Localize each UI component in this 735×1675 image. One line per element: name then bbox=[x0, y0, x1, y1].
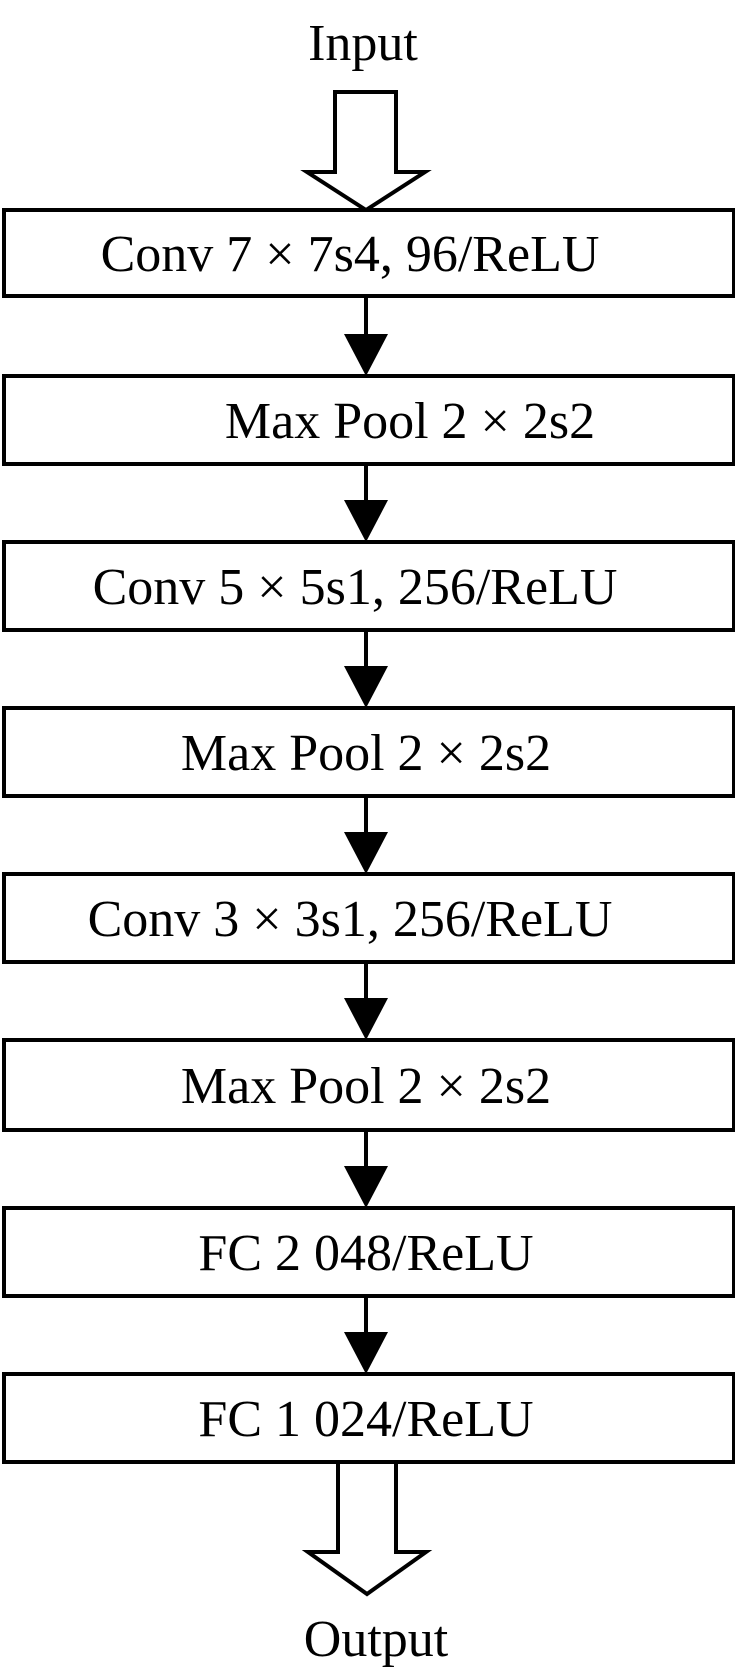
layer-box-8: FC 1 024/ReLU bbox=[2, 1372, 735, 1464]
output-arrow-icon bbox=[301, 1460, 433, 1597]
layer-box-5: Conv 3 × 3s1, 256/ReLU bbox=[2, 872, 735, 964]
arrow-down-icon bbox=[344, 832, 388, 874]
layer-box-1: Conv 7 × 7s4, 96/ReLU bbox=[2, 208, 735, 298]
output-label: Output bbox=[304, 1611, 449, 1668]
layer-box-4: Max Pool 2 × 2s2 bbox=[2, 706, 735, 798]
arrow-down-icon bbox=[344, 666, 388, 708]
layer-label: Max Pool 2 × 2s2 bbox=[181, 1058, 551, 1115]
layer-label: FC 2 048/ReLU bbox=[198, 1225, 533, 1282]
layer-label: Conv 7 × 7s4, 96/ReLU bbox=[101, 226, 600, 283]
layer-box-6: Max Pool 2 × 2s2 bbox=[2, 1038, 735, 1132]
arrow-down-icon bbox=[344, 334, 388, 376]
layer-label: Conv 3 × 3s1, 256/ReLU bbox=[88, 891, 613, 948]
layer-box-3: Conv 5 × 5s1, 256/ReLU bbox=[2, 540, 735, 632]
layer-box-7: FC 2 048/ReLU bbox=[2, 1206, 735, 1298]
input-arrow-icon bbox=[300, 90, 432, 213]
arrow-down-icon bbox=[344, 1332, 388, 1374]
arrow-down-icon bbox=[344, 998, 388, 1040]
layer-label: Max Pool 2 × 2s2 bbox=[225, 393, 595, 450]
layer-label: Conv 5 × 5s1, 256/ReLU bbox=[93, 559, 618, 616]
arrow-down-icon bbox=[344, 500, 388, 542]
input-label: Input bbox=[308, 15, 418, 72]
layer-label: FC 1 024/ReLU bbox=[198, 1391, 533, 1448]
layer-box-2: Max Pool 2 × 2s2 bbox=[2, 374, 735, 466]
arrow-down-icon bbox=[344, 1166, 388, 1208]
layer-label: Max Pool 2 × 2s2 bbox=[181, 725, 551, 782]
